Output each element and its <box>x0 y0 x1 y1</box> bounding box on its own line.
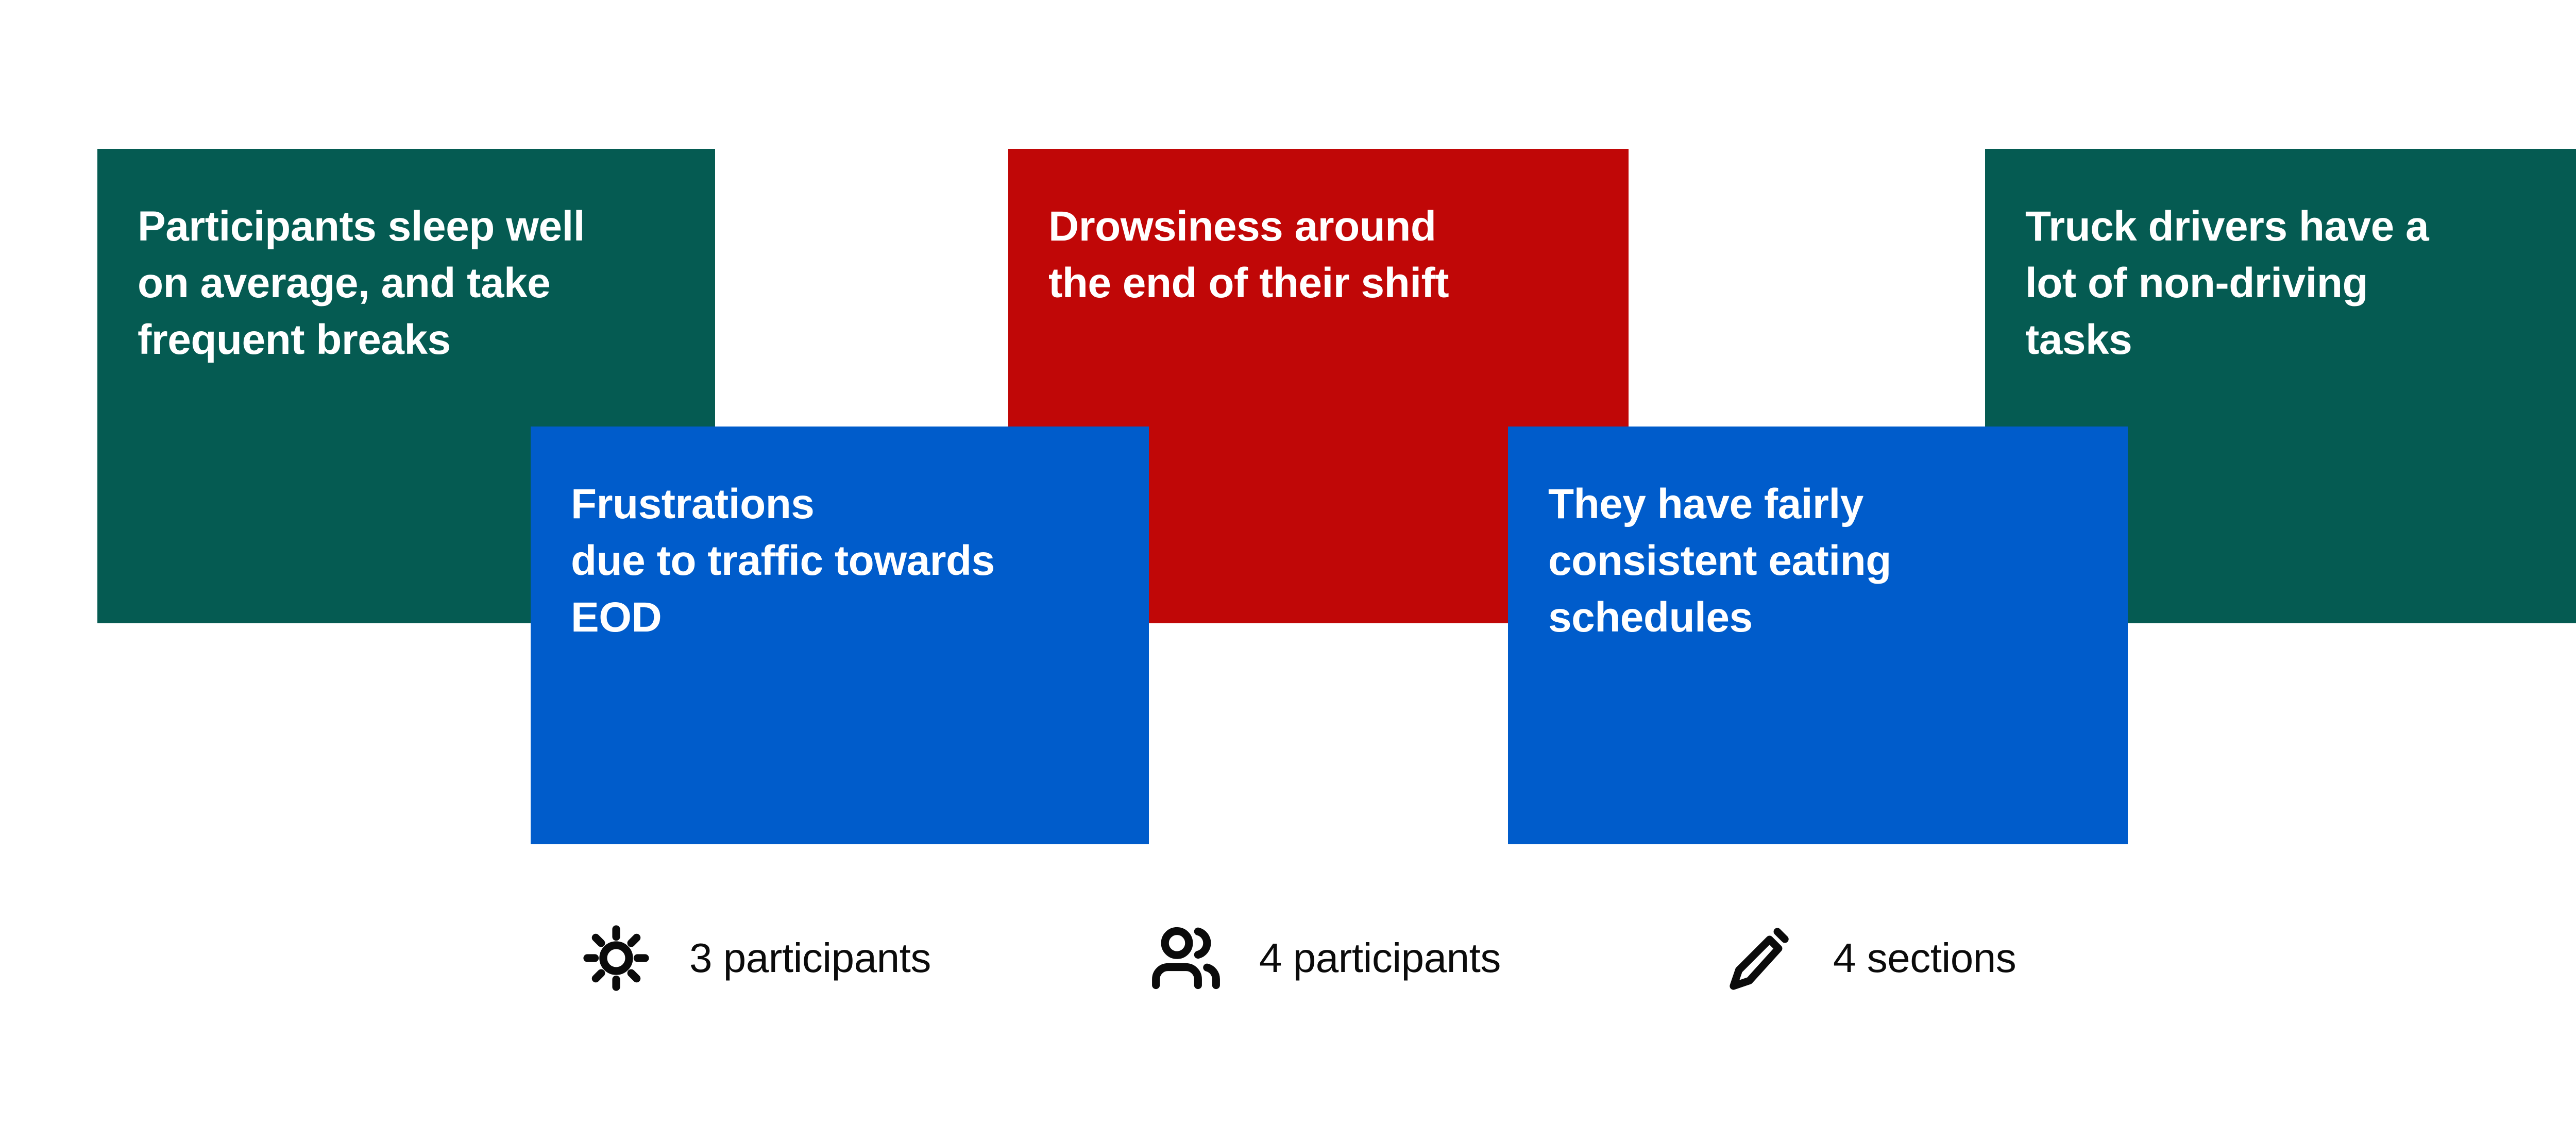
stat-label: 3 participants <box>689 935 931 981</box>
card-text-line: lot of non-driving <box>2025 260 2368 306</box>
sun-icon <box>583 925 649 991</box>
insight-card-eating-schedules[interactable]: They have fairly consistent eating sched… <box>1508 427 2128 844</box>
stat-participants-highlighted: 3 participants <box>580 922 931 994</box>
pencil-icon <box>1730 928 1789 990</box>
card-text-line: Drowsiness around <box>1048 203 1436 250</box>
stat-sections: 4 sections <box>1724 922 2016 994</box>
stat-label: 4 participants <box>1259 935 1501 981</box>
stat-participants-total: 4 participants <box>1150 922 1501 994</box>
insight-card-traffic-frustrations[interactable]: Frustrations due to traffic towards EOD <box>531 427 1149 844</box>
card-text-line: frequent breaks <box>138 316 451 363</box>
card-text-line: on average, and take <box>138 260 551 306</box>
card-text-line: EOD <box>571 594 662 641</box>
card-text-line: schedules <box>1548 594 1753 641</box>
card-text-line: the end of their shift <box>1048 260 1449 306</box>
card-text-line: Frustrations <box>571 481 815 527</box>
stat-label: 4 sections <box>1833 935 2016 981</box>
card-text-line: They have fairly <box>1548 481 1863 527</box>
card-text-line: consistent eating <box>1548 537 1891 584</box>
card-text-line: Participants sleep well <box>138 203 585 250</box>
card-text-line: due to traffic towards <box>571 537 995 584</box>
users-icon <box>1152 927 1220 990</box>
insight-card-sleep-and-breaks[interactable]: Participants sleep well on average, and … <box>97 149 715 623</box>
card-text-line: tasks <box>2025 316 2132 363</box>
card-text-line: Truck drivers have a <box>2025 203 2429 250</box>
